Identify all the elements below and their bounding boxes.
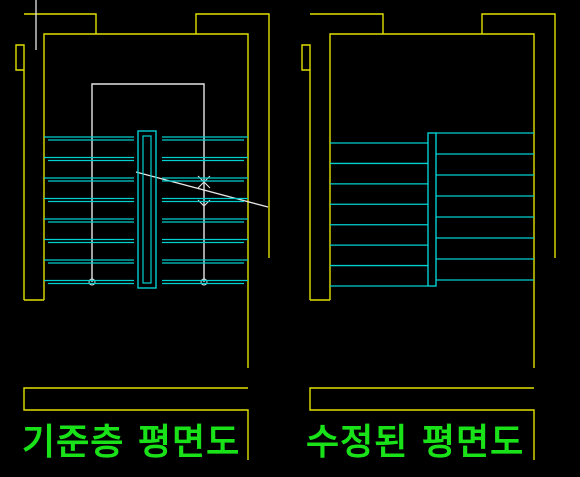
section-cut-line	[135, 171, 269, 208]
wall-left	[15, 44, 25, 300]
wall-top-left	[24, 13, 97, 34]
wall-top-left	[310, 13, 384, 34]
guide-marker	[88, 278, 96, 286]
wall-bottom	[309, 387, 535, 460]
wall-inner	[43, 33, 249, 368]
revised-floor-plan-caption: 수정된 평면도	[306, 422, 525, 463]
wall-top-right	[481, 13, 556, 258]
guide-frame	[91, 83, 205, 282]
wall-left	[301, 44, 311, 300]
guide-marker	[200, 278, 208, 286]
wall-bottom	[23, 387, 249, 460]
center-wall	[427, 132, 437, 287]
handrail-inner	[142, 135, 152, 284]
typical-floor-plan	[15, 0, 270, 460]
wall-top-right	[195, 13, 270, 258]
handrail-outer	[137, 130, 157, 289]
wall-inner	[329, 33, 535, 368]
revised-floor-plan	[301, 13, 556, 460]
typical-floor-plan-caption: 기준층 평면도	[22, 422, 241, 463]
